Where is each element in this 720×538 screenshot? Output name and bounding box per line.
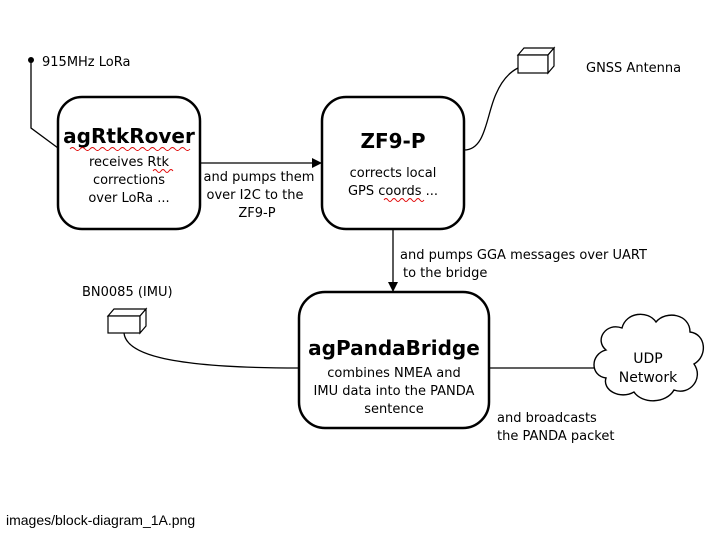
rover-line-1: receives Rtk (89, 155, 170, 170)
image-caption: images/block-diagram_1A.png (6, 512, 196, 528)
edge-bridge-udp-line-1: and broadcasts (497, 411, 597, 426)
spellcheck-underline (69, 147, 191, 151)
edge-rover-zf9p-line-3: ZF9-P (238, 206, 275, 221)
gnss-antenna-icon (463, 46, 556, 151)
rover-title: agRtkRover (63, 124, 195, 148)
udp-line-2: Network (619, 370, 678, 386)
bridge-title: agPandaBridge (308, 336, 480, 360)
zf9p-line-2: GPS coords ... (348, 184, 438, 199)
cloud-icon (593, 313, 704, 402)
bridge-line-3: sentence (364, 402, 424, 417)
udp-line-1: UDP (633, 351, 662, 367)
edge-rover-zf9p-line-1: and pumps them (204, 170, 315, 185)
zf9p-title: ZF9-P (360, 129, 425, 153)
spellcheck-underline (383, 198, 425, 202)
lora-antenna (28, 57, 59, 149)
bridge-line-2: IMU data into the PANDA (314, 384, 475, 399)
edge-bridge-udp-line-2: the PANDA packet (497, 429, 614, 444)
bridge-line-1: combines NMEA and (327, 366, 460, 381)
zf9p-line-1: corrects local (350, 166, 437, 181)
rover-line-2: corrections (93, 173, 165, 188)
edge-zf9p-bridge-line-1: and pumps GGA messages over UART (400, 248, 647, 263)
zf9p-node (320, 95, 466, 231)
rover-line-3: over LoRa ... (88, 191, 169, 206)
edge-rover-zf9p-line-2: over I2C to the (207, 188, 304, 203)
spellcheck-underline (152, 169, 174, 173)
lora-label: 915MHz LoRa (42, 55, 130, 70)
gnss-label: GNSS Antenna (586, 61, 681, 76)
imu-label: BN0085 (IMU) (82, 285, 173, 300)
edge-zf9p-bridge-line-2: to the bridge (403, 266, 487, 281)
imu-sensor-icon (106, 307, 300, 369)
bridge-node (297, 290, 491, 430)
